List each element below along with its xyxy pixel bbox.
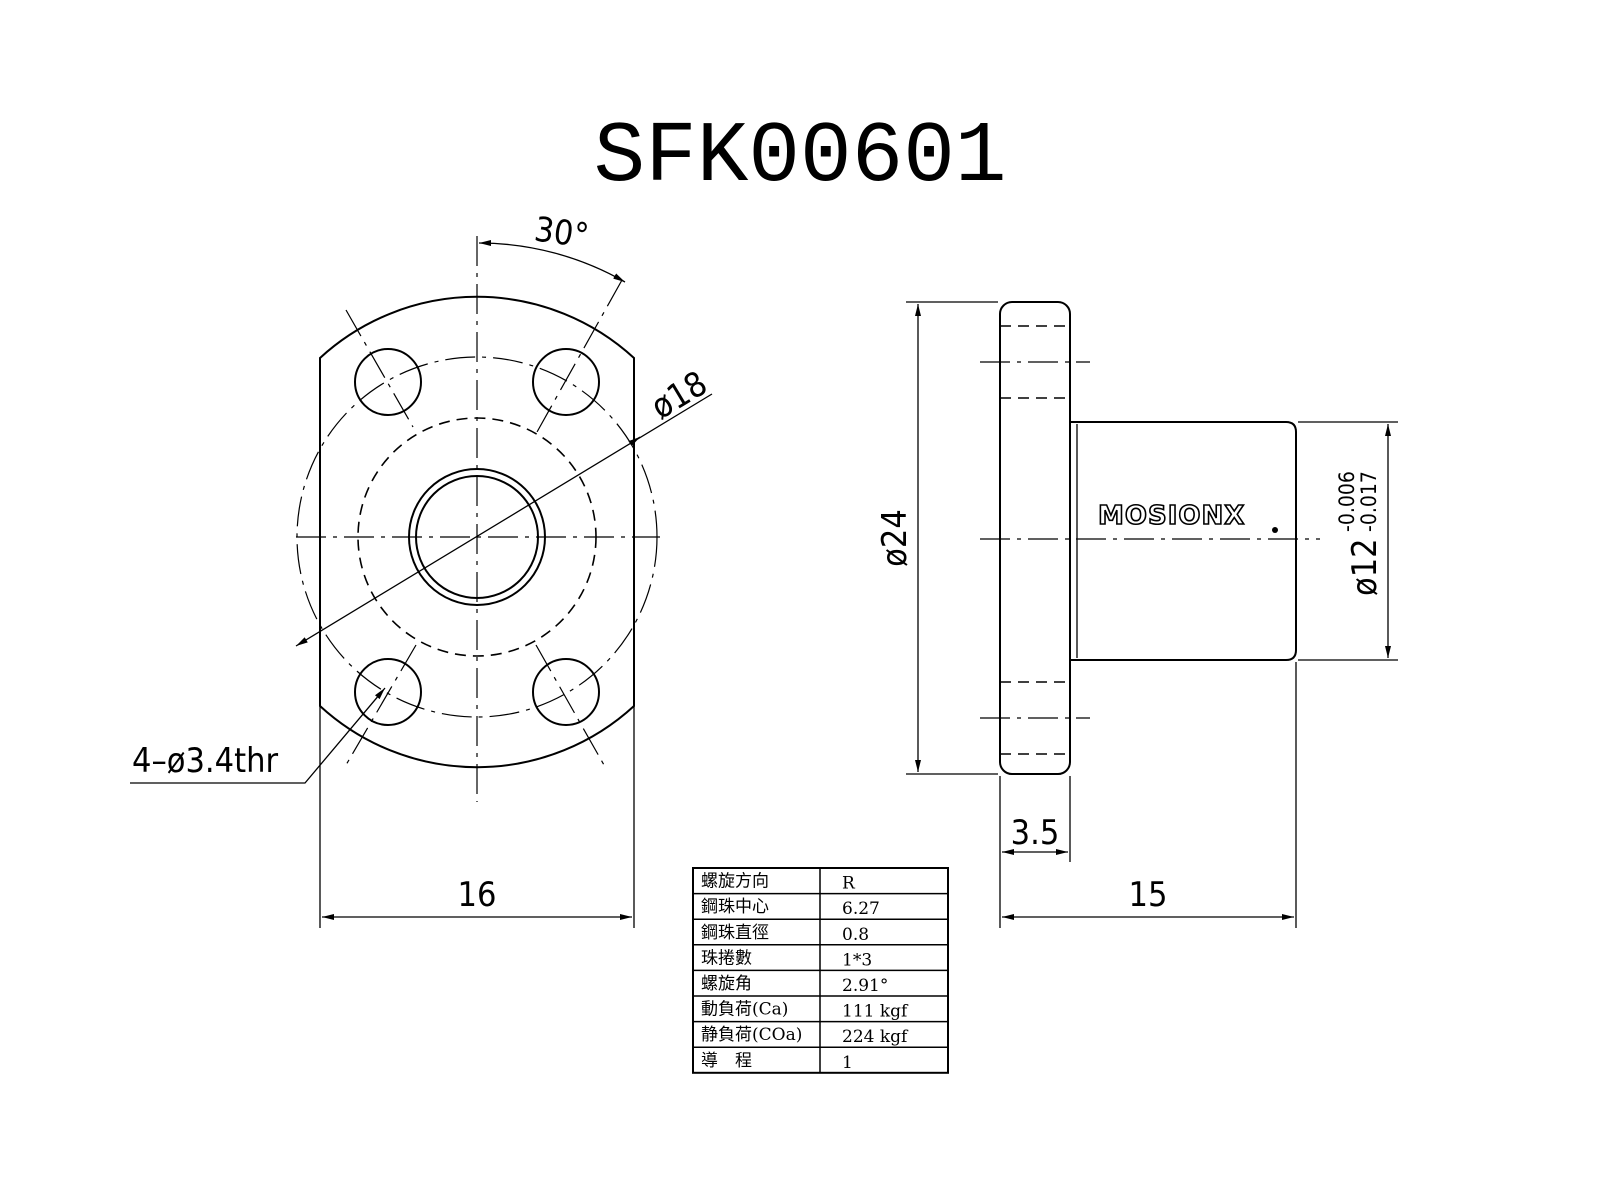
hole-tl-centerline	[345, 309, 414, 428]
spec-label: 螺旋方向	[701, 872, 769, 892]
hole-bl-centerline	[345, 644, 417, 766]
spec-label: 静負荷(COa)	[701, 1025, 802, 1045]
pcd-dimension-arrow	[628, 436, 641, 447]
spec-value: 6.27	[842, 899, 880, 919]
front-view: 30° ø18 4–ø3.4thr 16	[130, 210, 714, 928]
thk-label: 3.5	[1011, 813, 1060, 853]
side-flange	[999, 301, 1071, 775]
brand-logo: MOSIONX	[1098, 501, 1245, 531]
spec-value: R	[842, 874, 856, 894]
spec-value: 1*3	[842, 950, 872, 970]
drawing-title: SFK00601	[594, 108, 1007, 206]
hole-callout-label: 4–ø3.4thr	[132, 741, 278, 781]
spec-label: 動負荷(Ca)	[701, 1000, 788, 1020]
mount-hole-tl	[354, 348, 422, 416]
spec-value: 2.91°	[842, 976, 888, 996]
pcd-label: ø18	[644, 364, 714, 428]
spec-value: 1	[842, 1053, 853, 1073]
spec-label: 鋼珠直徑	[701, 923, 769, 943]
logo-dot	[1272, 527, 1278, 533]
angle-label: 30°	[532, 210, 591, 257]
spec-label: 鋼珠中心	[701, 897, 769, 917]
spec-value: 224 kgf	[842, 1027, 909, 1047]
spec-label: 珠捲數	[701, 948, 752, 968]
hole-br-centerline	[535, 644, 605, 766]
spec-label: 螺旋角	[701, 974, 752, 994]
spec-value: 0.8	[842, 925, 869, 945]
spec-value: 111 kgf	[842, 1002, 909, 1022]
width-label: 16	[458, 875, 497, 915]
thread-circle	[357, 417, 597, 657]
angle-dimension-arc	[478, 240, 626, 283]
body-dia-tol-lower: -0.017	[1357, 471, 1381, 532]
flange-dia-label: ø24	[875, 509, 915, 567]
mount-hole-bl	[354, 658, 422, 726]
hole-tr-centerline	[536, 279, 623, 433]
length-label: 15	[1129, 875, 1168, 915]
bore-inner	[415, 475, 539, 599]
body-dia-label: ø12	[1345, 538, 1385, 596]
side-view: MOSIONX ø24 ø12 -0.006 -0.017 3.5 15	[875, 301, 1398, 928]
pcd-circle	[296, 356, 658, 718]
bore-outer	[408, 468, 546, 606]
mount-hole-br	[532, 658, 600, 726]
body-dia-tol-upper: -0.006	[1335, 471, 1359, 532]
spec-label: 導 程	[701, 1051, 752, 1071]
pcd-dimension-line	[295, 393, 713, 647]
mount-hole-tr	[532, 348, 600, 416]
hole-callout-leader	[130, 687, 386, 784]
side-body	[1070, 421, 1297, 661]
spec-table: 螺旋方向 R 鋼珠中心 6.27 鋼珠直徑 0.8 珠捲數 1*3 螺旋角 2.91° 動負荷(Ca…	[692, 867, 949, 1074]
